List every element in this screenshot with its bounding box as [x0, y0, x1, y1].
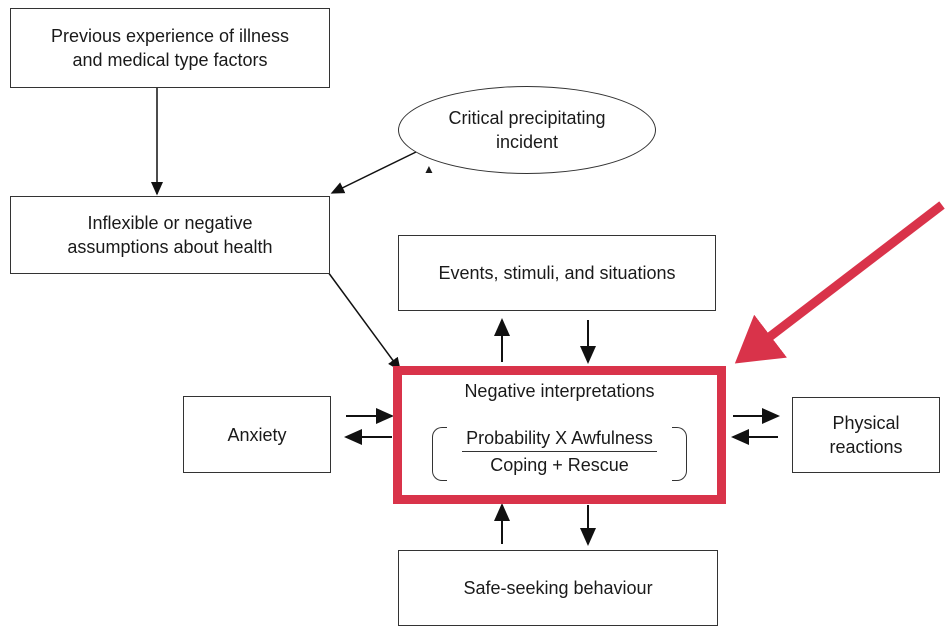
left-parenthesis: [432, 427, 447, 481]
previous-experience-line1: Previous experience of illness: [50, 26, 290, 46]
inflexible-assumptions-box: Inflexible or negative assumptions about…: [10, 196, 330, 274]
arrow-assumptions-to-interpretations: [327, 271, 401, 372]
safe-seeking-label: Safe-seeking behaviour: [463, 578, 653, 598]
critical-incident-ellipse: Critical precipitating incident: [398, 86, 656, 174]
right-parenthesis: [672, 427, 687, 481]
anxiety-box: Anxiety: [183, 396, 331, 473]
critical-incident-line2: incident: [495, 132, 559, 152]
physical-reactions-line2: reactions: [829, 437, 903, 457]
formula-numerator: Probability X Awfulness: [462, 425, 657, 452]
arrow-incident-to-assumptions: [330, 151, 417, 194]
critical-incident-line1: Critical precipitating: [448, 108, 606, 128]
risk-formula: Probability X Awfulness Coping + Rescue: [432, 425, 687, 485]
formula-denominator: Coping + Rescue: [490, 455, 629, 475]
events-box: Events, stimuli, and situations: [398, 235, 716, 311]
physical-reactions-line1: Physical: [832, 413, 900, 433]
negative-interpretations-title: Negative interpretations: [464, 381, 655, 401]
stray-marker: ▲: [423, 162, 435, 176]
inflexible-assumptions-line2: assumptions about health: [67, 237, 273, 257]
red-pointer-arrow: [734, 201, 945, 364]
negative-interpretations-box: Negative interpretations Probability X A…: [393, 366, 726, 504]
anxiety-label: Anxiety: [227, 424, 287, 445]
physical-reactions-box: Physical reactions: [792, 397, 940, 473]
previous-experience-box: Previous experience of illness and medic…: [10, 8, 330, 88]
inflexible-assumptions-line1: Inflexible or negative: [87, 213, 253, 233]
safe-seeking-box: Safe-seeking behaviour: [398, 550, 718, 626]
events-label: Events, stimuli, and situations: [438, 263, 676, 283]
previous-experience-line2: and medical type factors: [72, 50, 268, 70]
